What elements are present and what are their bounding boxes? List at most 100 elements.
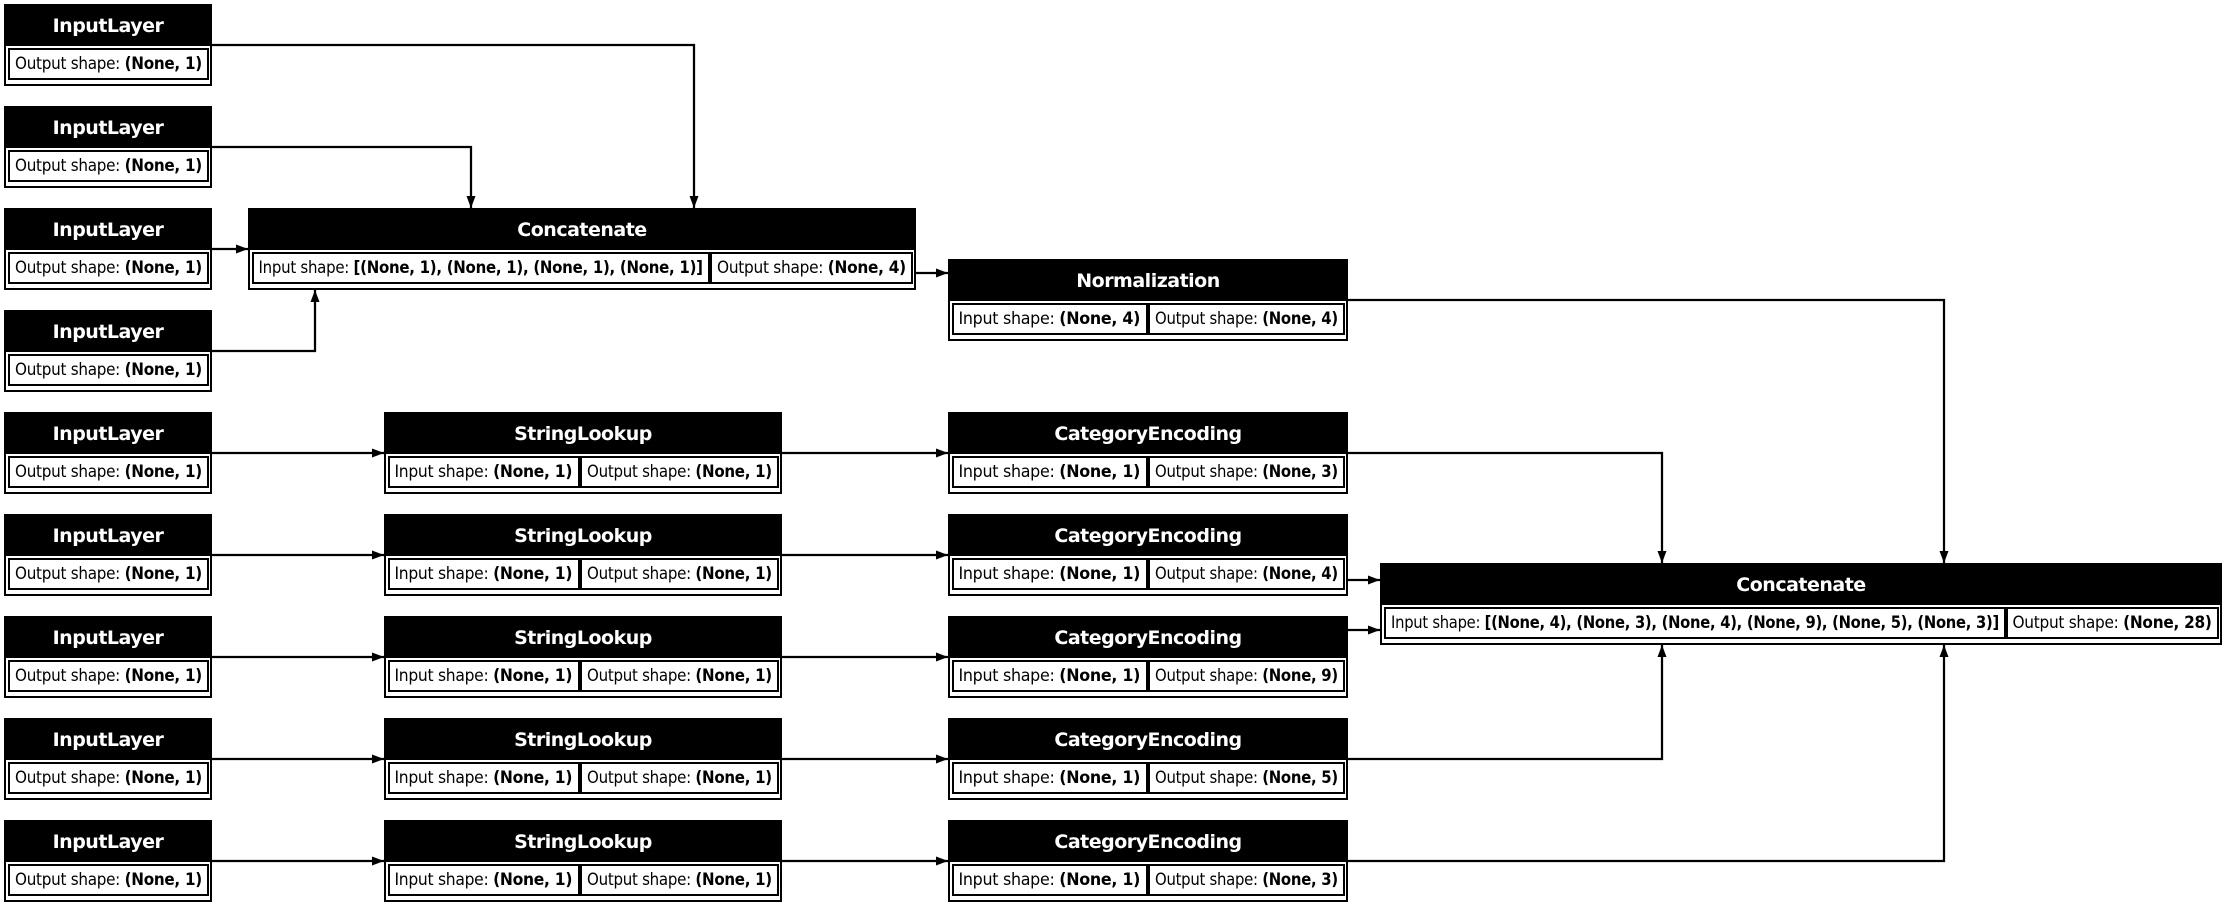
- shape-cell: Output shape: (None, 1): [7, 455, 209, 488]
- shape-cell: Input shape: (None, 1): [387, 557, 580, 590]
- shape-cell: Output shape: (None, 4): [1147, 302, 1345, 335]
- shape-cell: Input shape: [(None, 1), (None, 1), (Non…: [251, 251, 710, 284]
- shape-cell: Input shape: (None, 1): [951, 557, 1148, 590]
- shape-cell: Output shape: (None, 1): [7, 761, 209, 794]
- layer-type-label: InputLayer: [6, 108, 210, 148]
- shape-cell: Output shape: (None, 1): [579, 659, 779, 692]
- layer-type-label: CategoryEncoding: [950, 414, 1346, 454]
- shape-cell: Output shape: (None, 5): [1147, 761, 1345, 794]
- layer-type-label: InputLayer: [6, 6, 210, 46]
- shape-cells-row: Input shape: (None, 1)Output shape: (Non…: [950, 760, 1346, 796]
- shape-cells-row: Input shape: (None, 4)Output shape: (Non…: [950, 301, 1346, 337]
- shape-cell: Input shape: (None, 1): [387, 659, 580, 692]
- edge-category_encoding_4-to-concatenate_2: [1348, 645, 1667, 761]
- shape-cells-row: Output shape: (None, 1): [6, 352, 210, 388]
- layer-type-label: StringLookup: [386, 516, 780, 556]
- layer-type-label: InputLayer: [6, 414, 210, 454]
- shape-cell: Input shape: (None, 1): [387, 761, 580, 794]
- layer-type-label: InputLayer: [6, 822, 210, 862]
- edge-category_encoding_1-to-concatenate_2: [1348, 451, 1667, 563]
- layer-type-label: StringLookup: [386, 720, 780, 760]
- shape-cells-row: Input shape: (None, 1)Output shape: (Non…: [950, 454, 1346, 490]
- shape-cells-row: Input shape: [(None, 4), (None, 3), (Non…: [1382, 605, 2220, 641]
- shape-cell: Output shape: (None, 1): [579, 761, 779, 794]
- layer-type-label: CategoryEncoding: [950, 618, 1346, 658]
- shape-cell: Output shape: (None, 1): [7, 353, 209, 386]
- layer-type-label: Normalization: [950, 261, 1346, 301]
- layer-type-label: InputLayer: [6, 516, 210, 556]
- shape-cells-row: Input shape: (None, 1)Output shape: (Non…: [386, 556, 780, 592]
- shape-cells-row: Output shape: (None, 1): [6, 862, 210, 898]
- shape-cell: Input shape: (None, 1): [951, 863, 1148, 896]
- shape-cells-row: Input shape: (None, 1)Output shape: (Non…: [386, 658, 780, 694]
- shape-cell: Input shape: (None, 1): [387, 863, 580, 896]
- shape-cell: Output shape: (None, 4): [1147, 557, 1345, 590]
- layer-type-label: StringLookup: [386, 414, 780, 454]
- shape-cell: Output shape: (None, 4): [709, 251, 913, 284]
- shape-cell: Output shape: (None, 1): [7, 149, 209, 182]
- shape-cell: Output shape: (None, 1): [7, 557, 209, 590]
- shape-cell: Output shape: (None, 1): [7, 659, 209, 692]
- layer-type-label: InputLayer: [6, 210, 210, 250]
- shape-cells-row: Output shape: (None, 1): [6, 148, 210, 184]
- shape-cell: Output shape: (None, 3): [1147, 863, 1345, 896]
- shape-cells-row: Input shape: (None, 1)Output shape: (Non…: [386, 454, 780, 490]
- edge-input_2-to-concatenate_1: [212, 145, 476, 208]
- shape-cell: Input shape: (None, 1): [951, 761, 1148, 794]
- shape-cells-row: Output shape: (None, 1): [6, 556, 210, 592]
- shape-cells-row: Input shape: (None, 1)Output shape: (Non…: [950, 556, 1346, 592]
- shape-cells-row: Output shape: (None, 1): [6, 46, 210, 82]
- shape-cell: Input shape: (None, 1): [951, 455, 1148, 488]
- layer-type-label: Concatenate: [1382, 565, 2220, 605]
- shape-cell: Input shape: (None, 4): [951, 302, 1148, 335]
- layer-type-label: InputLayer: [6, 720, 210, 760]
- shape-cell: Output shape: (None, 1): [579, 455, 779, 488]
- shape-cell: Output shape: (None, 1): [7, 47, 209, 80]
- layer-type-label: StringLookup: [386, 822, 780, 862]
- shape-cells-row: Output shape: (None, 1): [6, 454, 210, 490]
- shape-cell: Output shape: (None, 28): [2005, 606, 2219, 639]
- shape-cell: Output shape: (None, 1): [579, 863, 779, 896]
- shape-cells-row: Input shape: (None, 1)Output shape: (Non…: [950, 862, 1346, 898]
- shape-cell: Output shape: (None, 9): [1147, 659, 1345, 692]
- edge-category_encoding_5-to-concatenate_2: [1348, 645, 1949, 863]
- edge-input_1-to-concatenate_1: [212, 43, 699, 208]
- shape-cells-row: Input shape: (None, 1)Output shape: (Non…: [386, 862, 780, 898]
- shape-cell: Output shape: (None, 1): [7, 251, 209, 284]
- shape-cell: Input shape: (None, 1): [951, 659, 1148, 692]
- shape-cell: Input shape: [(None, 4), (None, 3), (Non…: [1383, 606, 2006, 639]
- shape-cell: Output shape: (None, 3): [1147, 455, 1345, 488]
- shape-cells-row: Input shape: (None, 1)Output shape: (Non…: [386, 760, 780, 796]
- layer-type-label: CategoryEncoding: [950, 516, 1346, 556]
- shape-cells-row: Input shape: [(None, 1), (None, 1), (Non…: [250, 250, 914, 286]
- shape-cell: Input shape: (None, 1): [387, 455, 580, 488]
- shape-cells-row: Output shape: (None, 1): [6, 250, 210, 286]
- shape-cells-row: Output shape: (None, 1): [6, 658, 210, 694]
- shape-cells-row: Output shape: (None, 1): [6, 760, 210, 796]
- edge-normalization-to-concatenate_2: [1348, 298, 1949, 563]
- layer-type-label: CategoryEncoding: [950, 720, 1346, 760]
- layer-type-label: InputLayer: [6, 618, 210, 658]
